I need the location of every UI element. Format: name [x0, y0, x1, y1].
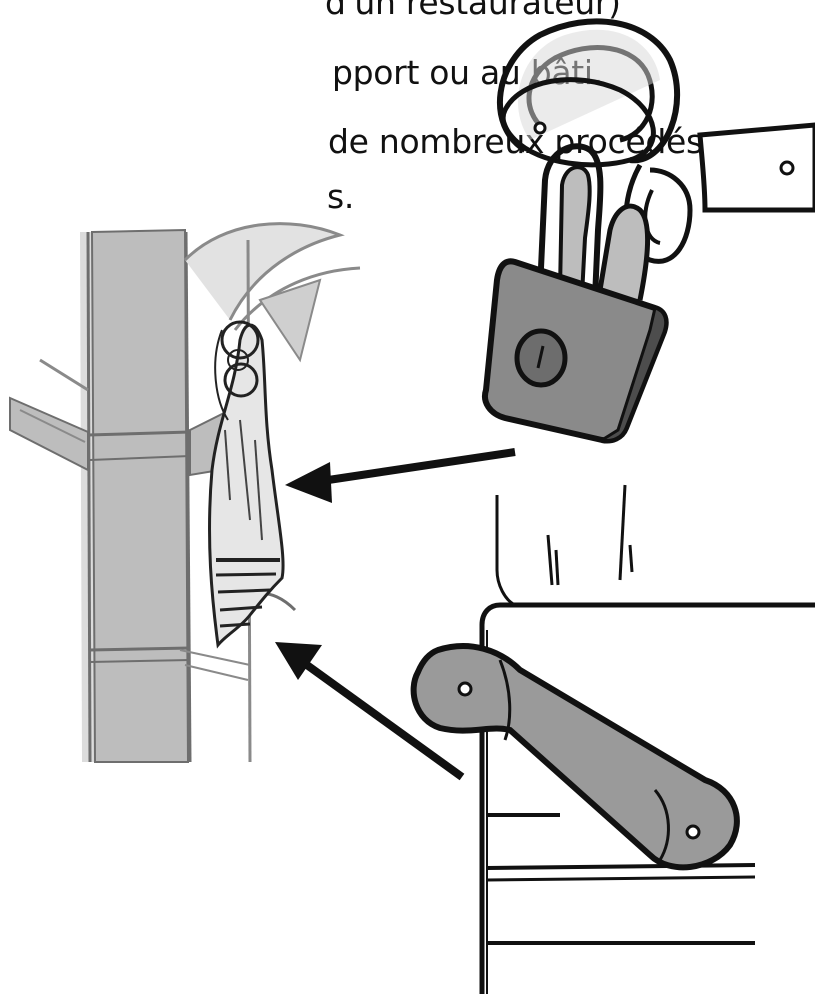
chain-icon	[500, 21, 815, 261]
arrow-icon	[285, 452, 515, 503]
hasp-icon	[414, 646, 737, 867]
broken-remnant-icon	[210, 322, 284, 645]
